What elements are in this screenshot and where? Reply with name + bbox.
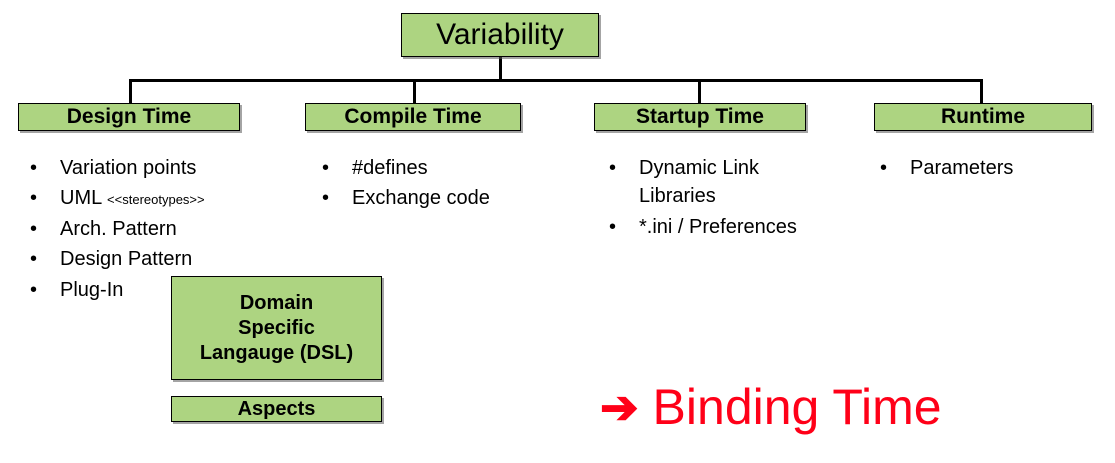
list-item[interactable]: • UML <<stereotypes>> [30,184,300,212]
connector-horizontal-bus [129,79,983,82]
bullet-icon: • [30,278,38,301]
list-item[interactable]: • Design Pattern [30,245,300,273]
list-item[interactable]: • *.ini / Preferences [609,213,861,241]
list-item[interactable]: • Arch. Pattern [30,215,300,243]
node-compile-time-label: Compile Time [344,105,482,128]
list-item-label: Variation points [60,157,197,179]
connector-root-stem [499,56,502,81]
bullet-list-compile-time: • #defines • Exchange code [322,154,572,215]
bullet-icon: • [30,217,38,240]
list-item[interactable]: • #defines [322,154,572,182]
list-item[interactable]: • Dynamic Link Libraries [609,154,861,211]
bullet-icon: • [609,157,617,179]
callout-binding-time-label: Binding Time [652,379,942,435]
list-item-label: Exchange code [352,187,490,210]
node-aspects[interactable]: Aspects [171,396,382,422]
list-item[interactable]: • Exchange code [322,184,572,212]
bullet-icon: • [30,157,38,179]
connector-drop-design-time [129,79,132,104]
list-item-label: Design Pattern [60,248,193,271]
bullet-list-startup-time: • Dynamic Link Libraries • *.ini / Prefe… [609,154,861,243]
bullet-icon: • [30,248,38,271]
node-design-time-label: Design Time [66,105,192,128]
node-dsl-line3: Langauge (DSL) [199,341,354,364]
node-variability[interactable]: Variability [401,13,599,57]
bullet-icon: • [322,187,330,210]
list-item-text: UML [60,187,108,210]
node-dsl-line1: Domain [239,291,314,314]
bullet-icon: • [30,187,38,210]
arrow-right-icon: ➔ [600,381,639,433]
node-aspects-label: Aspects [237,397,316,420]
bullet-icon: • [609,215,617,238]
node-runtime[interactable]: Runtime [874,103,1092,131]
list-item-label: Parameters [910,157,1014,179]
node-dsl-line2: Specific [238,316,315,339]
bullet-icon: • [322,157,330,179]
bullet-icon: • [880,157,888,179]
node-compile-time[interactable]: Compile Time [305,103,521,131]
list-item-label: #defines [352,157,428,179]
list-item-label: Dynamic Link Libraries [639,157,760,208]
list-item[interactable]: • Parameters [880,154,1100,182]
node-startup-time[interactable]: Startup Time [594,103,806,131]
list-item-label: Plug-In [60,278,124,301]
list-item[interactable]: • Variation points [30,154,300,182]
node-domain-specific-language[interactable]: Domain Specific Langauge (DSL) [171,276,382,380]
bullet-list-design-time: • Variation points • UML <<stereotypes>>… [30,154,300,306]
node-design-time[interactable]: Design Time [18,103,240,131]
list-item[interactable]: • Plug-In [30,276,300,304]
bullet-list-runtime: • Parameters [880,154,1100,184]
callout-binding-time: ➔ Binding Time [600,382,942,432]
connector-drop-runtime [980,79,983,104]
list-item-label: *.ini / Preferences [639,215,797,238]
list-item-label: Arch. Pattern [60,217,177,240]
connector-drop-startup-time [698,79,701,104]
node-startup-time-label: Startup Time [636,105,764,128]
node-variability-label: Variability [436,18,564,51]
list-item-note: <<stereotypes>> [107,192,205,208]
list-item-label: UML <<stereotypes>> [60,184,300,212]
node-runtime-label: Runtime [941,105,1025,128]
connector-drop-compile-time [413,79,416,104]
